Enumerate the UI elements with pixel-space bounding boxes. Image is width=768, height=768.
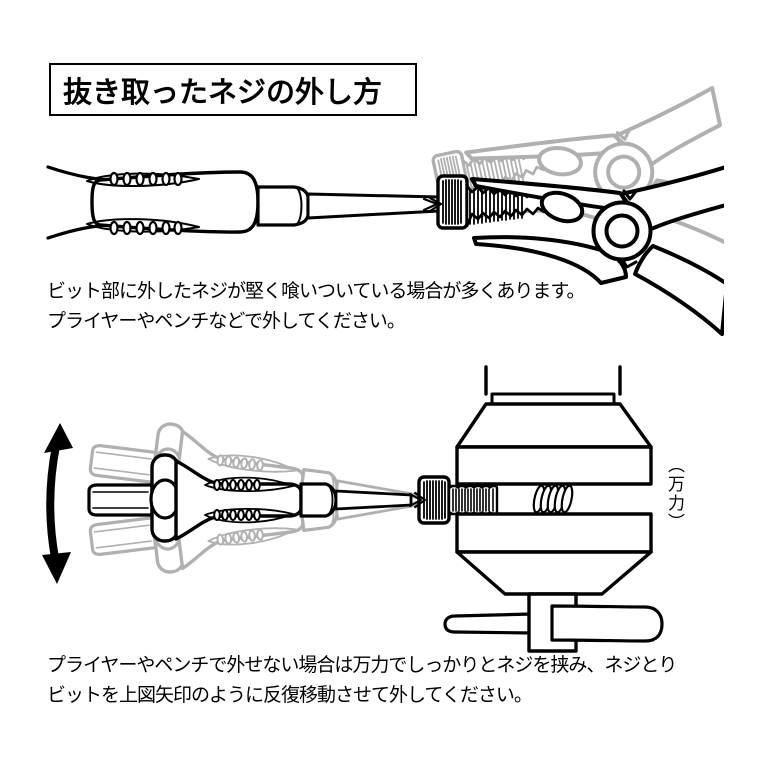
- phillips-tip-icon: [422, 196, 443, 213]
- arrowhead-down: [42, 552, 71, 584]
- vise-upper-jaw: [455, 445, 653, 486]
- caption-step2: プライヤーやペンチで外せない場合は万力でしっかりとネジを挟み、ネジとり ビットを…: [47, 650, 677, 710]
- vise-lower-taper: [455, 550, 653, 596]
- caption-step1-line2: プライヤーやペンチなどで外してください。: [47, 310, 406, 332]
- vise-handle-right: [550, 604, 664, 643]
- vise-column: [484, 365, 622, 396]
- vise-handle-left: [443, 612, 534, 635]
- vise-upper-taper: [455, 402, 653, 449]
- rod-thread-crest-top: [449, 484, 495, 489]
- caption-step2-line1: プライヤーやペンチで外せない場合は万力でしっかりとネジを挟み、ネジとり: [47, 654, 677, 676]
- caption-step2-line2: ビットを上図矢印のように反復移動させて外してください。: [47, 684, 533, 706]
- motion-arrow-icon: [42, 423, 73, 584]
- bit-shaft: [306, 192, 441, 220]
- arrowhead-up: [44, 423, 73, 453]
- illustration-step1: [46, 85, 724, 336]
- vise: [443, 365, 664, 653]
- screwdriver-step1: [46, 165, 441, 240]
- vise-lower-jaw: [455, 512, 653, 554]
- screw-coil: [532, 484, 574, 514]
- caption-step1-line1: ビット部に外したネジが堅く喰いついている場合が多くあります。: [47, 280, 586, 302]
- rod-thread-hatch: [452, 488, 494, 512]
- grip-dots: [109, 171, 183, 236]
- vise-label: （万力）: [664, 456, 684, 532]
- illustration-step2: [42, 365, 664, 653]
- title-box: 抜き取ったネジの外し方: [49, 63, 417, 116]
- neck-chamfer: [296, 187, 303, 225]
- caption-step1: ビット部に外したネジが堅く喰いついている場合が多くあります。 プライヤーやペンチ…: [47, 276, 586, 336]
- page-title: 抜き取ったネジの外し方: [63, 74, 383, 109]
- threaded-bit-rod: [447, 484, 499, 516]
